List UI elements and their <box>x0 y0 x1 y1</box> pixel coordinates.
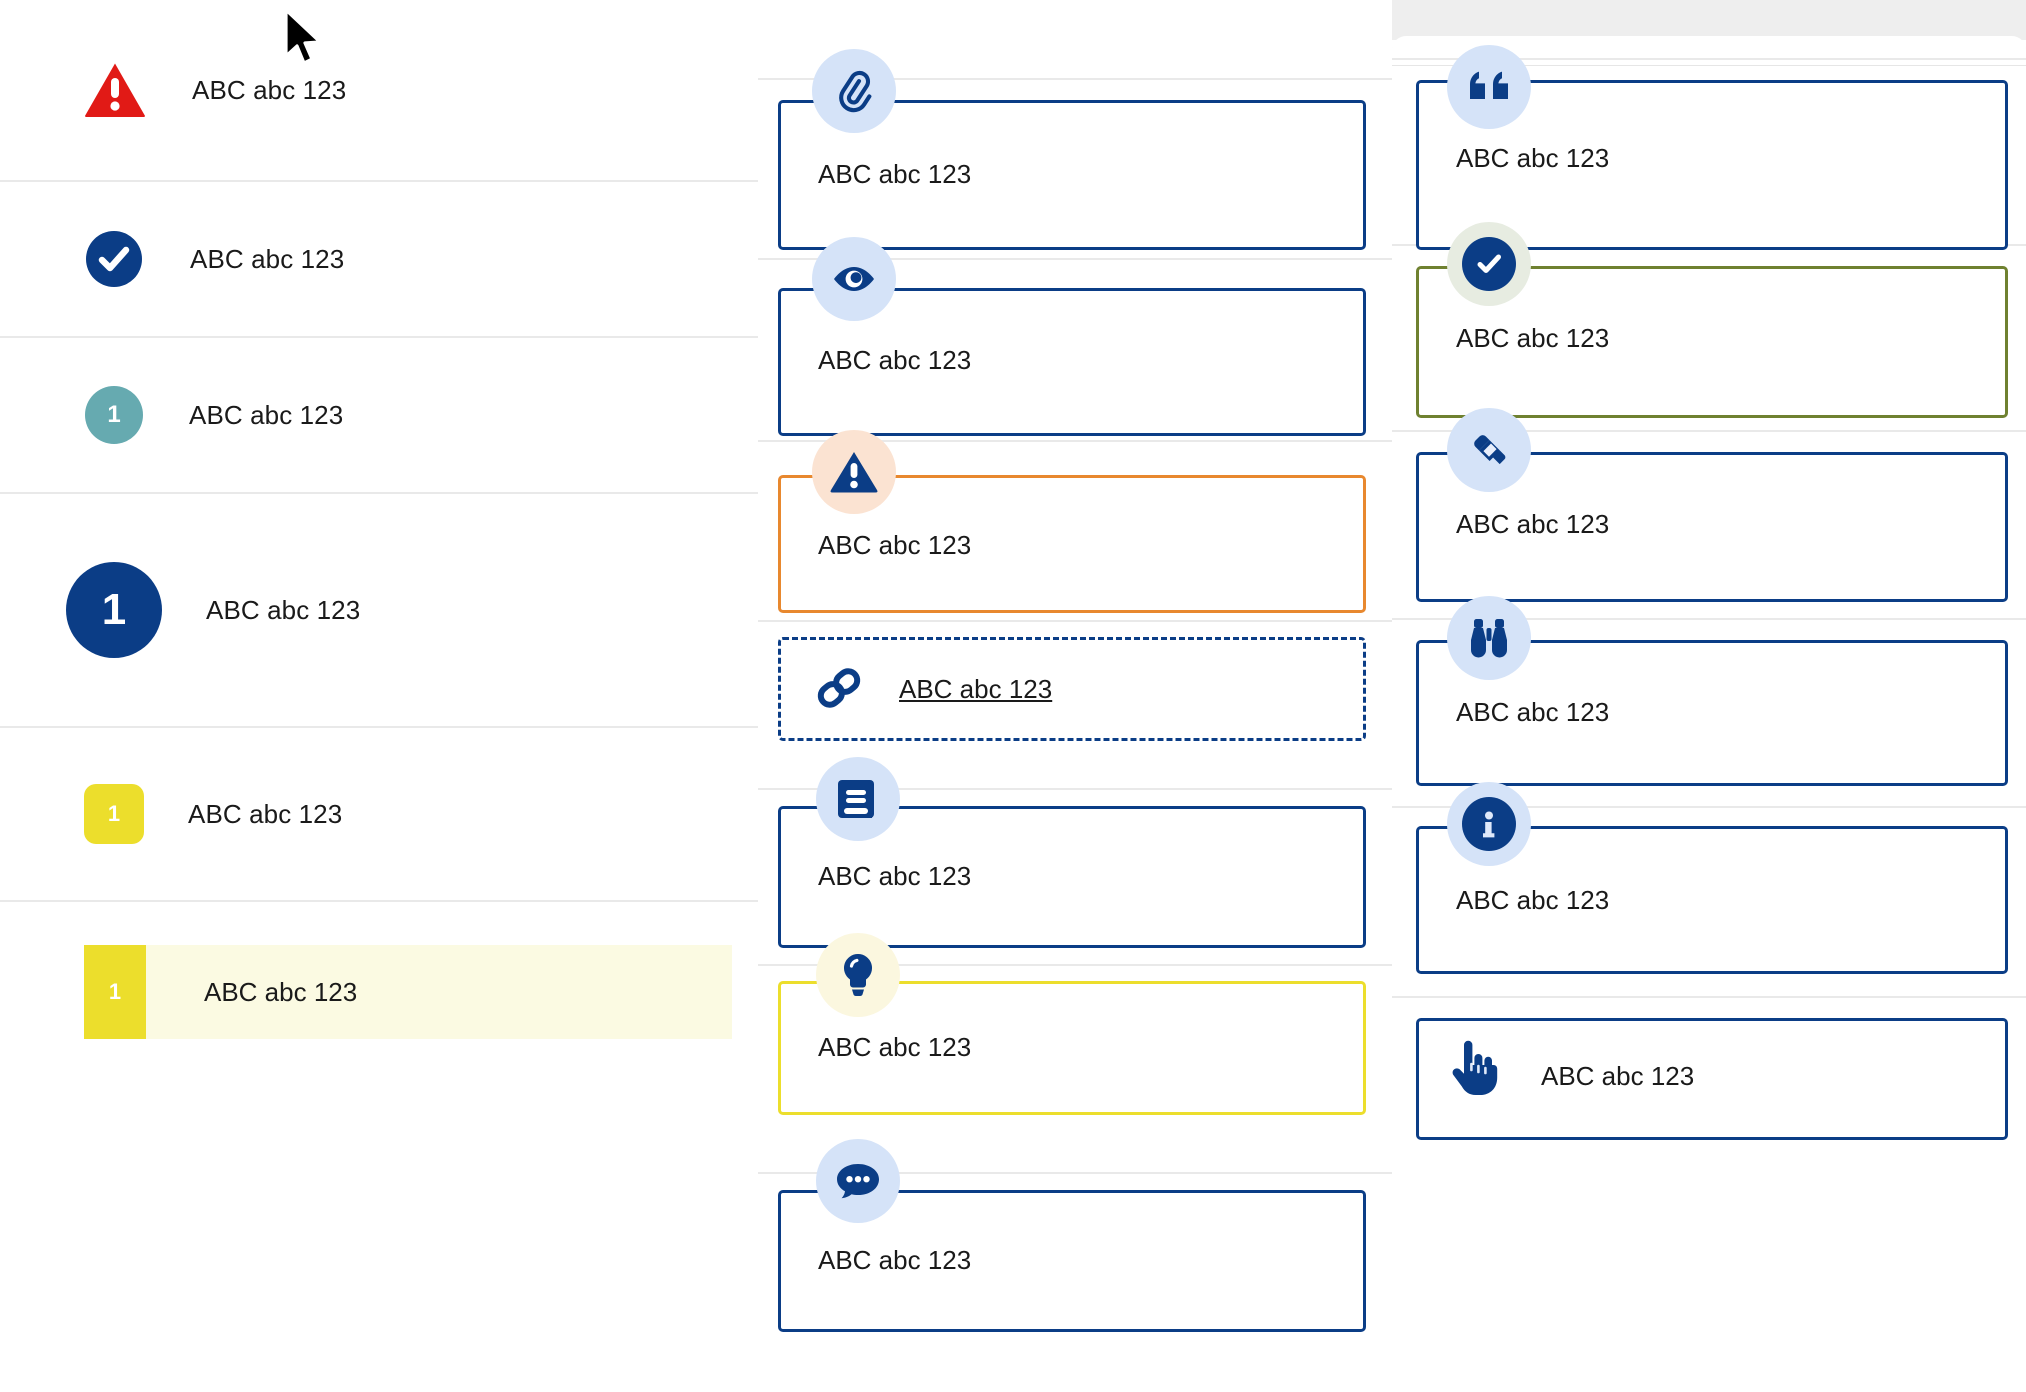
list-item[interactable]: 1 ABC abc 123 <box>0 728 758 902</box>
divider <box>1392 996 2026 998</box>
card-action[interactable]: ABC abc 123 <box>1416 1018 2008 1140</box>
selected-highlight: 1 ABC abc 123 <box>84 945 732 1039</box>
info-inner <box>1462 797 1516 851</box>
card-label: ABC abc 123 <box>818 345 972 375</box>
card-label: ABC abc 123 <box>1456 143 1610 173</box>
card-success[interactable]: ABC abc 123 <box>1416 266 2008 418</box>
card-link[interactable]: ABC abc 123 <box>778 637 1366 741</box>
speech-bubble-icon <box>816 1139 900 1223</box>
step-number: 1 <box>101 585 127 634</box>
link-icon <box>812 664 866 717</box>
warning-triangle-icon <box>84 62 146 118</box>
pencil-icon <box>1447 408 1531 492</box>
card-label: ABC abc 123 <box>818 861 972 891</box>
check-circle-icon <box>1447 222 1531 306</box>
card-label: ABC abc 123 <box>818 530 972 560</box>
card-link-label[interactable]: ABC abc 123 <box>899 674 1053 704</box>
divider <box>758 440 1392 442</box>
card-label: ABC abc 123 <box>818 159 972 189</box>
info-circle-icon <box>1447 782 1531 866</box>
step-number: 1 <box>108 979 122 1004</box>
number-circle-icon: 1 <box>85 386 143 444</box>
lightbulb-icon <box>816 933 900 1017</box>
card-edit[interactable]: ABC abc 123 <box>1416 452 2008 602</box>
divider <box>758 620 1392 622</box>
check-circle-icon <box>86 231 142 287</box>
card-label: ABC abc 123 <box>1456 697 1610 727</box>
binoculars-icon <box>1447 596 1531 680</box>
hand-pointer-icon <box>1444 1040 1500 1105</box>
list-item-label: ABC abc 123 <box>188 798 343 829</box>
list-item-label: ABC abc 123 <box>190 243 345 274</box>
eye-icon <box>812 237 896 321</box>
list-item-label: ABC abc 123 <box>204 976 358 1007</box>
book-icon <box>816 757 900 841</box>
list-item-label: ABC abc 123 <box>206 594 361 625</box>
list-item[interactable]: ABC abc 123 <box>0 0 758 182</box>
divider <box>1392 618 2026 620</box>
paperclip-icon <box>812 49 896 133</box>
divider <box>1392 430 2026 432</box>
divider <box>758 788 1392 790</box>
mouse-pointer-icon <box>282 8 328 70</box>
card-label: ABC abc 123 <box>1456 509 1610 539</box>
card-label: ABC abc 123 <box>1541 1061 1695 1091</box>
list-item[interactable]: ABC abc 123 <box>0 182 758 338</box>
warning-triangle-icon <box>812 430 896 514</box>
number-square-icon: 1 <box>84 945 146 1039</box>
card-label: ABC abc 123 <box>818 1245 972 1275</box>
quote-icon <box>1447 45 1531 129</box>
divider <box>758 78 1392 80</box>
top-grey-band <box>1392 0 2026 40</box>
card-label: ABC abc 123 <box>1456 885 1610 915</box>
step-number: 1 <box>107 801 121 826</box>
list-item-label: ABC abc 123 <box>189 399 344 430</box>
left-list-panel: ABC abc 123 ABC abc 123 1 ABC abc 123 1 … <box>0 0 758 1392</box>
check-inner <box>1462 237 1516 291</box>
list-item[interactable]: 1 ABC abc 123 <box>0 494 758 728</box>
divider <box>758 964 1392 966</box>
number-circle-large-icon: 1 <box>66 562 162 658</box>
divider <box>758 1172 1392 1174</box>
card-label: ABC abc 123 <box>1456 323 1610 353</box>
divider <box>1392 806 2026 808</box>
divider <box>1392 58 2026 60</box>
number-square-icon: 1 <box>84 784 144 844</box>
list-item-selected[interactable]: 1 ABC abc 123 <box>0 902 758 1082</box>
step-number: 1 <box>107 401 121 428</box>
list-item[interactable]: 1 ABC abc 123 <box>0 338 758 494</box>
card-label: ABC abc 123 <box>818 1032 972 1062</box>
divider <box>758 258 1392 260</box>
list-item-label: ABC abc 123 <box>192 74 347 105</box>
